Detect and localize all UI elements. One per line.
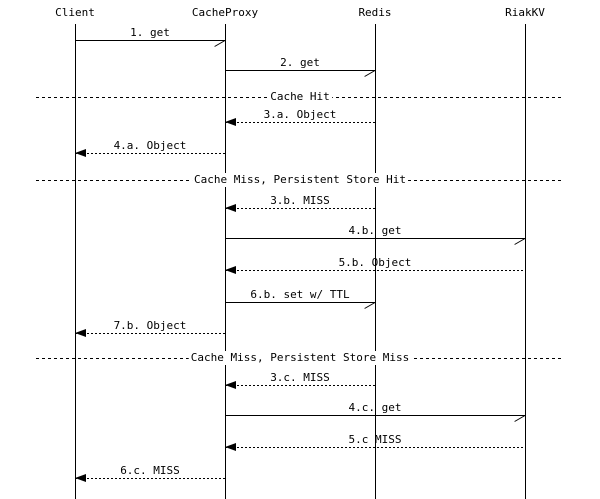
message-label-5: 3.b. MISS: [270, 194, 330, 207]
arrowhead-open-icon: [364, 302, 376, 309]
arrowhead-filled-icon: [225, 266, 236, 274]
participant-label-redis: Redis: [358, 6, 392, 19]
arrowhead-filled-icon: [225, 204, 236, 212]
message-label-12: 5.c MISS: [348, 433, 402, 446]
arrowhead-open-icon: [364, 70, 376, 77]
message-label-4: 4.a. Object: [113, 139, 187, 152]
message-label-1: 1. get: [130, 26, 170, 39]
message-label-7: 5.b. Object: [338, 256, 412, 269]
message-label-8: 6.b. set w/ TTL: [250, 288, 350, 301]
message-line-6: [225, 238, 525, 239]
arrowhead-filled-icon: [75, 329, 86, 337]
lifeline-riakkv: [525, 24, 526, 499]
message-label-9: 7.b. Object: [113, 319, 187, 332]
message-label-10: 3.c. MISS: [270, 371, 330, 384]
arrowhead-filled-icon: [75, 474, 86, 482]
message-line-3: [225, 122, 375, 123]
lifeline-cacheproxy: [225, 24, 226, 499]
lifeline-client: [75, 24, 76, 499]
message-line-9: [75, 333, 225, 334]
arrowhead-open-icon: [214, 40, 226, 47]
participant-label-cacheproxy: CacheProxy: [191, 6, 259, 19]
participant-label-client: Client: [55, 6, 95, 19]
message-label-13: 6.c. MISS: [120, 464, 180, 477]
message-line-13: [75, 478, 225, 479]
participant-label-riakkv: RiakKV: [505, 6, 545, 19]
message-line-2: [225, 70, 375, 71]
message-line-1: [75, 40, 225, 41]
divider-label-2: Cache Miss, Persistent Store Hit: [192, 173, 408, 187]
arrowhead-filled-icon: [75, 149, 86, 157]
message-line-10: [225, 385, 375, 386]
message-line-4: [75, 153, 225, 154]
arrowhead-open-icon: [514, 415, 526, 422]
message-label-3: 3.a. Object: [263, 108, 337, 121]
message-line-8: [225, 302, 375, 303]
message-line-12: [225, 447, 525, 448]
lifeline-redis: [375, 24, 376, 499]
message-line-11: [225, 415, 525, 416]
message-label-6: 4.b. get: [348, 224, 402, 237]
message-label-2: 2. get: [280, 56, 320, 69]
divider-label-3: Cache Miss, Persistent Store Miss: [188, 351, 412, 365]
arrowhead-filled-icon: [225, 118, 236, 126]
arrowhead-filled-icon: [225, 381, 236, 389]
arrowhead-filled-icon: [225, 443, 236, 451]
message-label-11: 4.c. get: [348, 401, 402, 414]
divider-label-1: Cache Hit: [268, 90, 332, 104]
message-line-7: [225, 270, 525, 271]
message-line-5: [225, 208, 375, 209]
arrowhead-open-icon: [514, 238, 526, 245]
